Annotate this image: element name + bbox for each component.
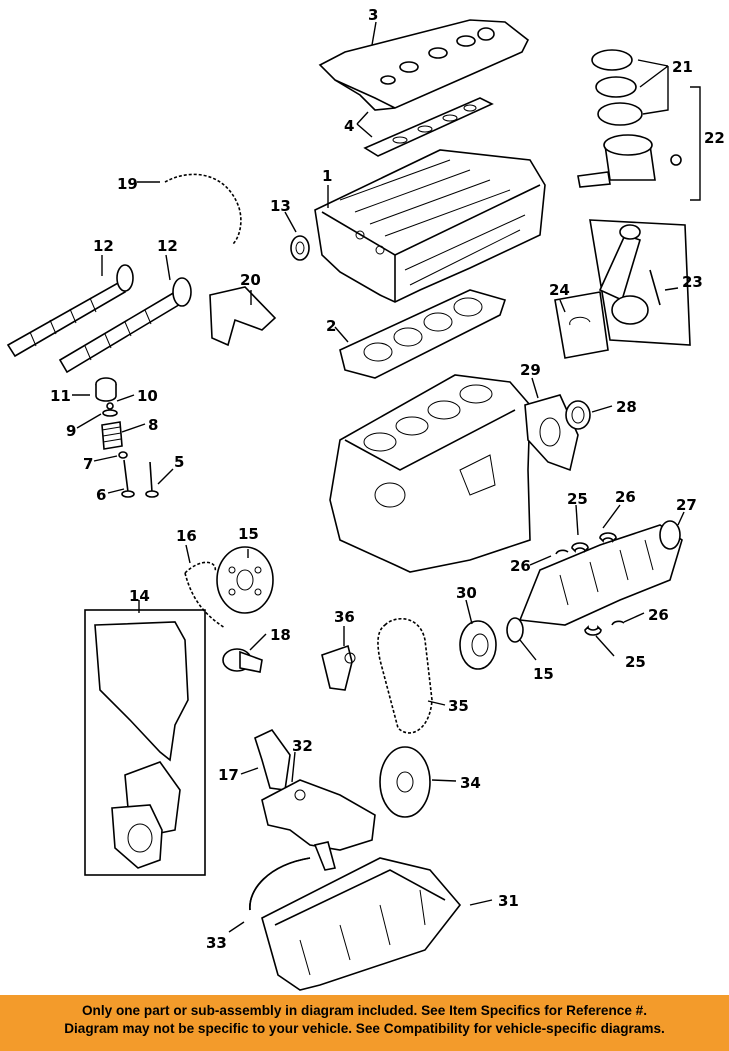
engine-parts-diagram: 3 4 1 13 19 12 12 20 2 21 22 23 24 11 10… bbox=[6, 6, 725, 991]
callout-31: 31 bbox=[498, 892, 519, 910]
callout-11: 11 bbox=[50, 387, 71, 405]
callout-1: 1 bbox=[322, 167, 332, 185]
part-12-camshaft-a bbox=[6, 264, 134, 358]
part-1-cylinder-head bbox=[314, 149, 546, 303]
callout-36: 36 bbox=[334, 608, 355, 626]
callout-26-a: 26 bbox=[615, 488, 636, 506]
callout-19: 19 bbox=[117, 175, 138, 193]
part-18-tensioner bbox=[222, 648, 263, 673]
callout-13: 13 bbox=[270, 197, 291, 215]
part-26-thrust-washer-upper bbox=[555, 549, 569, 555]
callout-27: 27 bbox=[676, 496, 697, 514]
callout-12-a: 12 bbox=[93, 237, 114, 255]
callout-4: 4 bbox=[344, 117, 354, 135]
part-4-cover-gasket bbox=[363, 97, 494, 157]
part-20-bracket bbox=[209, 286, 277, 347]
disclaimer-line-2: Diagram may not be specific to your vehi… bbox=[64, 1021, 665, 1036]
callout-28: 28 bbox=[616, 398, 637, 416]
engine-block bbox=[329, 374, 531, 573]
callout-6: 6 bbox=[96, 486, 106, 504]
part-12-camshaft-b bbox=[58, 277, 192, 374]
part-30-pulley bbox=[459, 620, 497, 670]
part-14-timing-cover-set bbox=[84, 609, 206, 876]
callout-10: 10 bbox=[137, 387, 158, 405]
disclaimer-line-1: Only one part or sub-assembly in diagram… bbox=[81, 1003, 648, 1018]
callout-22: 22 bbox=[704, 129, 725, 147]
part-29-seal-housing bbox=[524, 394, 579, 472]
part-27-crankshaft bbox=[518, 520, 683, 626]
part-13-seal bbox=[290, 235, 310, 261]
part-26-thrust-washer-lower bbox=[611, 620, 625, 626]
part-22-piston bbox=[577, 134, 682, 188]
part-9-retainer bbox=[102, 409, 118, 417]
callout-25-a: 25 bbox=[567, 490, 588, 508]
callout-23: 23 bbox=[682, 273, 703, 291]
callout-32: 32 bbox=[292, 737, 313, 755]
callout-12-b: 12 bbox=[157, 237, 178, 255]
callout-30: 30 bbox=[456, 584, 477, 602]
callout-35: 35 bbox=[448, 697, 469, 715]
part-3-valve-cover bbox=[318, 19, 530, 111]
callout-26-b: 26 bbox=[510, 557, 531, 575]
callout-2: 2 bbox=[326, 317, 336, 335]
callout-29: 29 bbox=[520, 361, 541, 379]
callout-7: 7 bbox=[83, 455, 93, 473]
callout-25-b: 25 bbox=[625, 653, 646, 671]
callout-labels: 3 4 1 13 19 12 12 20 2 21 22 23 24 11 10… bbox=[50, 6, 725, 952]
callout-15-a: 15 bbox=[238, 525, 259, 543]
part-2-head-gasket bbox=[339, 289, 507, 379]
part-17-baffle bbox=[254, 728, 291, 791]
callout-3: 3 bbox=[368, 6, 378, 24]
callout-18: 18 bbox=[270, 626, 291, 644]
callout-14: 14 bbox=[129, 587, 150, 605]
part-19-chain bbox=[164, 173, 242, 246]
part-11-lifter bbox=[95, 377, 117, 402]
part-25-main-bearing-upper bbox=[571, 532, 617, 553]
callout-24: 24 bbox=[549, 281, 570, 299]
part-15-cam-sprocket bbox=[216, 546, 274, 614]
part-32-oil-pump bbox=[261, 779, 376, 871]
callout-17: 17 bbox=[218, 766, 239, 784]
part-8-spring bbox=[101, 421, 123, 450]
callout-9: 9 bbox=[66, 422, 76, 440]
part-23-connecting-rod bbox=[589, 219, 691, 346]
part-5-exhaust-valve bbox=[145, 461, 159, 498]
callout-5: 5 bbox=[174, 453, 184, 471]
callout-15-b: 15 bbox=[533, 665, 554, 683]
callout-26-c: 26 bbox=[648, 606, 669, 624]
callout-34: 34 bbox=[460, 774, 481, 792]
part-33-pickup-tube bbox=[249, 857, 311, 911]
callout-20: 20 bbox=[240, 271, 261, 289]
leader-lines bbox=[72, 21, 701, 933]
part-6-intake-valve bbox=[121, 459, 135, 498]
part-7-seal bbox=[118, 451, 128, 459]
part-35-oil-pump-chain bbox=[377, 618, 433, 734]
callout-33: 33 bbox=[206, 934, 227, 952]
part-16-timing-belt bbox=[184, 561, 226, 629]
callout-21: 21 bbox=[672, 58, 693, 76]
part-10-keeper bbox=[106, 402, 114, 410]
part-15-crank-sprocket bbox=[506, 617, 524, 643]
part-21-piston-rings bbox=[591, 49, 643, 126]
part-31-oil-pan bbox=[261, 857, 462, 991]
part-25-main-bearing-lower bbox=[584, 625, 602, 636]
part-34-oil-pump-sprocket bbox=[379, 746, 431, 818]
callout-8: 8 bbox=[148, 416, 158, 434]
part-28-seal bbox=[565, 400, 591, 430]
part-24-bearing bbox=[554, 291, 609, 359]
part-36-chain-tensioner bbox=[321, 644, 356, 691]
callout-16: 16 bbox=[176, 527, 197, 545]
disclaimer-banner: Only one part or sub-assembly in diagram… bbox=[0, 995, 729, 1051]
